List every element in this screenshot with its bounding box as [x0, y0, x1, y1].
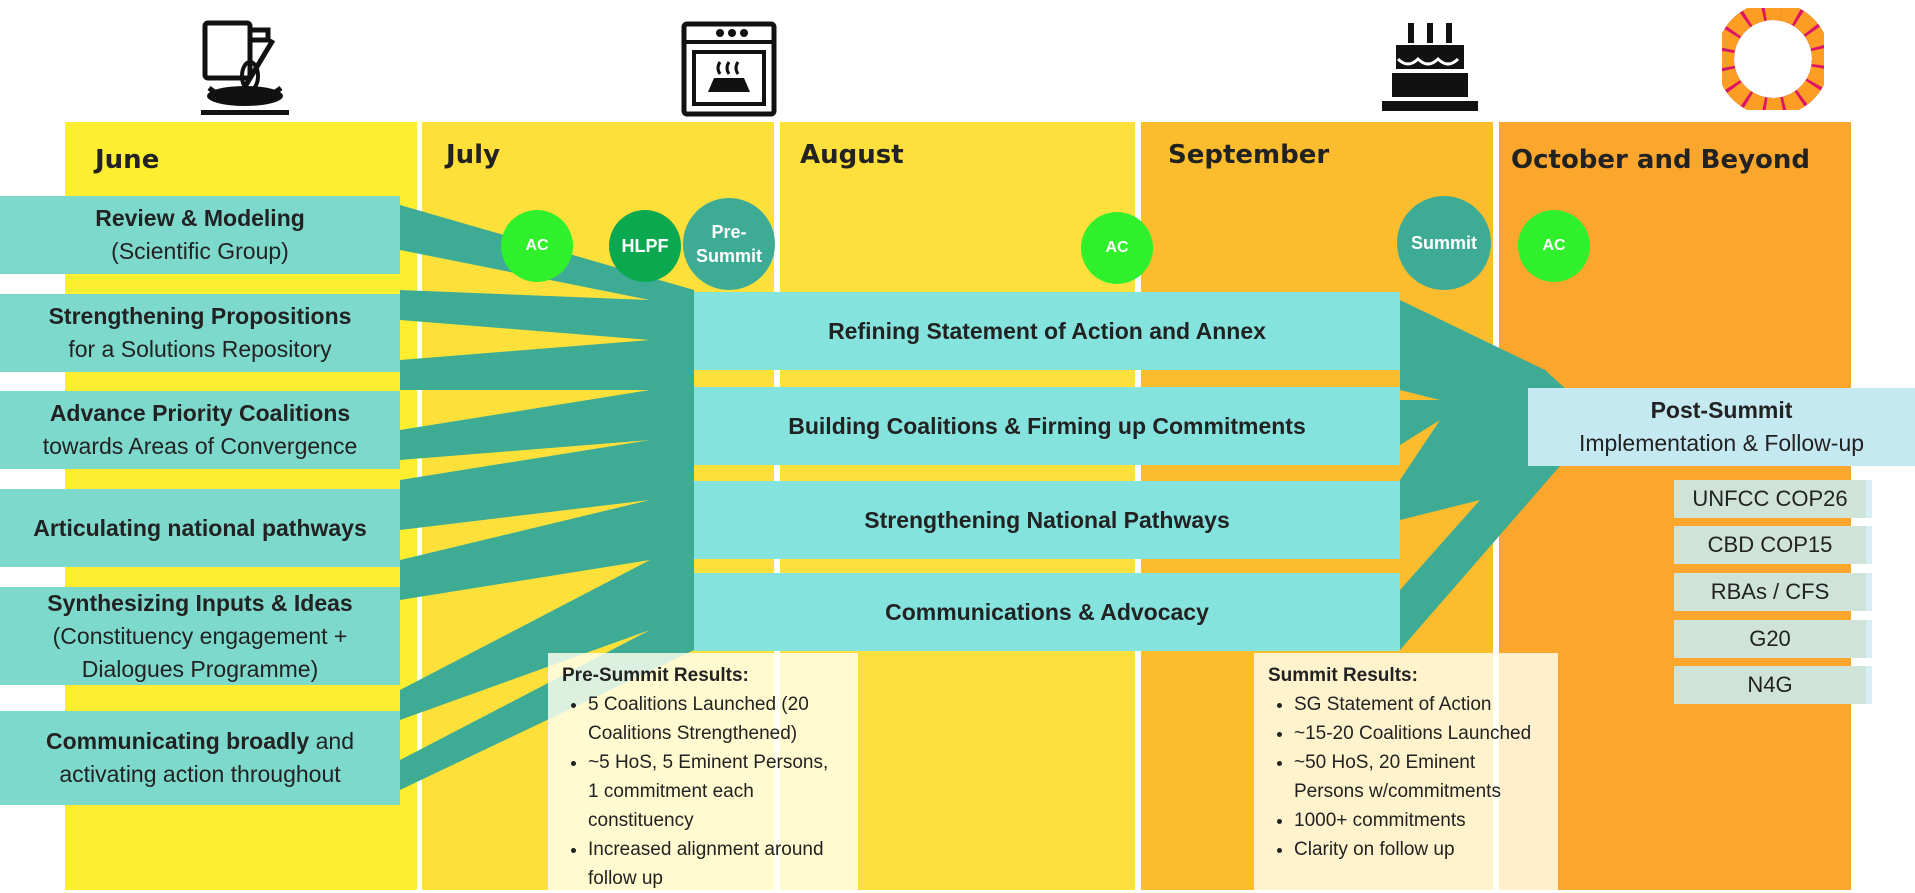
- post-summit-box: Post-Summit Implementation & Follow-up: [1528, 388, 1915, 466]
- results-item: 5 Coalitions Launched (20 Coalitions Str…: [588, 690, 844, 748]
- results-item: SG Statement of Action: [1294, 690, 1544, 719]
- month-september: September: [1168, 140, 1330, 170]
- workstream-advance-coalitions: Advance Priority Coalitions towards Area…: [0, 391, 400, 469]
- post-summit-subtitle: Implementation & Follow-up: [1578, 430, 1865, 456]
- milestone-ac-july: AC: [501, 210, 573, 282]
- baking-icon: [201, 20, 289, 115]
- milestone-hlpf: HLPF: [609, 210, 681, 282]
- results-item: Clarity on follow up: [1294, 835, 1544, 864]
- workstream-subtitle: for a Solutions Repository: [68, 336, 332, 362]
- right-diverging-arrow: [1400, 300, 1600, 650]
- results-item: ~15-20 Coalitions Launched: [1294, 719, 1544, 748]
- month-october-beyond: October and Beyond: [1511, 145, 1811, 175]
- left-converging-arrows: [400, 205, 694, 790]
- workstream-subtitle: (Scientific Group): [111, 238, 289, 264]
- workstream-title: Articulating national pathways: [33, 514, 367, 541]
- workstream-title: Strengthening Propositions: [48, 303, 352, 329]
- workstream-communicating: Communicating broadly and activating act…: [0, 711, 400, 805]
- birthday-cake-icon: [1382, 23, 1478, 111]
- month-july: July: [446, 140, 501, 170]
- workstream-subtitle: towards Areas of Convergence: [42, 433, 358, 459]
- post-summit-title: Post-Summit: [1650, 397, 1793, 423]
- follow-up-rbas-cfs: RBAs / CFS: [1674, 573, 1872, 611]
- activity-national-pathways: Strengthening National Pathways: [694, 481, 1400, 559]
- workstream-national-pathways: Articulating national pathways: [0, 489, 400, 567]
- results-title: Summit Results:: [1268, 665, 1418, 686]
- results-item: ~5 HoS, 5 Eminent Persons, 1 commitment …: [588, 748, 844, 835]
- workstream-title: Communicating broadly: [45, 728, 310, 754]
- workstream-strengthening-propositions: Strengthening Propositions for a Solutio…: [0, 294, 400, 372]
- results-item: Increased alignment around follow up: [588, 835, 844, 893]
- month-august: August: [800, 140, 904, 170]
- summit-results: Summit Results: SG Statement of Action ~…: [1254, 653, 1558, 890]
- workstream-title: Review & Modeling: [95, 205, 305, 231]
- activity-building-coalitions: Building Coalitions & Firming up Commitm…: [694, 387, 1400, 465]
- milestone-ac-august: AC: [1081, 212, 1153, 284]
- results-title: Pre-Summit Results:: [562, 665, 749, 686]
- activity-refining-statement: Refining Statement of Action and Annex: [694, 292, 1400, 370]
- workstream-subtitle: (Constituency engagement + Dialogues Pro…: [52, 622, 348, 682]
- sdg-wheel-icon: [1722, 8, 1824, 110]
- activity-communications: Communications & Advocacy: [694, 573, 1400, 651]
- follow-up-n4g: N4G: [1674, 666, 1872, 704]
- milestone-pre-summit: Pre-Summit: [683, 198, 775, 290]
- pre-summit-results: Pre-Summit Results: 5 Coalitions Launche…: [548, 653, 858, 890]
- workstream-title: Synthesizing Inputs & Ideas: [47, 589, 353, 616]
- results-item: 1000+ commitments: [1294, 806, 1544, 835]
- milestone-summit: Summit: [1397, 196, 1491, 290]
- workstream-subtitle: and activating action throughout: [59, 728, 354, 787]
- follow-up-cbd-cop15: CBD COP15: [1674, 526, 1872, 564]
- workstream-title: Advance Priority Coalitions: [49, 400, 351, 426]
- workstream-review-modeling: Review & Modeling (Scientific Group): [0, 196, 400, 274]
- workstream-synthesizing-inputs: Synthesizing Inputs & Ideas (Constituenc…: [0, 587, 400, 685]
- results-item: ~50 HoS, 20 Eminent Persons w/commitment…: [1294, 748, 1544, 806]
- follow-up-unfcc-cop26: UNFCC COP26: [1674, 480, 1872, 518]
- oven-icon: [681, 21, 777, 117]
- month-june: June: [95, 145, 160, 175]
- milestone-ac-october: AC: [1518, 210, 1590, 282]
- follow-up-g20: G20: [1674, 620, 1872, 658]
